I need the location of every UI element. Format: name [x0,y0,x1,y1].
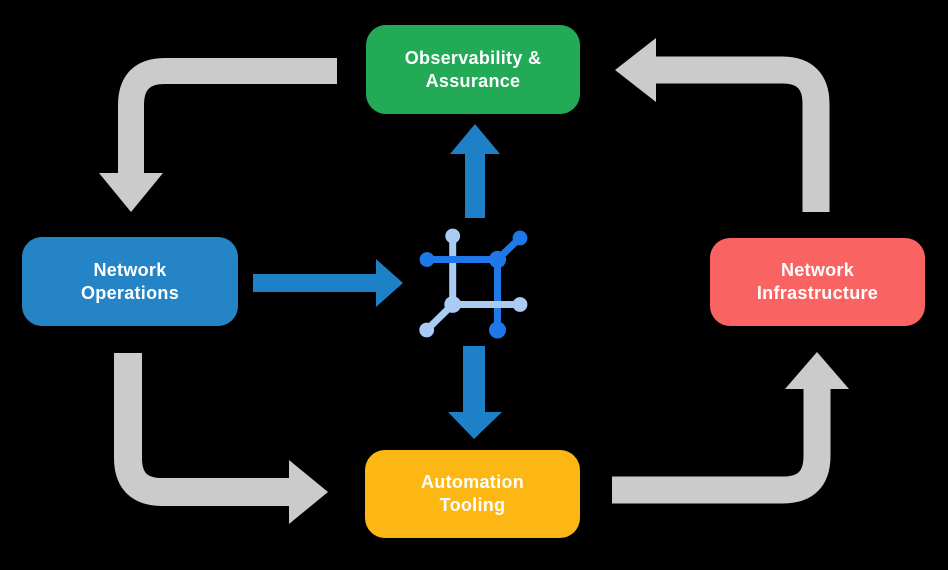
node-label-line1: Observability & [404,47,542,68]
arrow-shaft [656,56,830,212]
arrow-shaft [118,58,337,173]
node-observability-assurance: Observability & Assurance [366,25,580,114]
arrow-head [785,352,849,389]
node-automation-tooling: Automation Tooling [365,450,580,538]
node-label-line1: Automation [421,472,524,492]
icon-right-dot [512,297,528,312]
icon-tr-dot [512,230,528,246]
arrow-center-to-automation [448,346,502,439]
icon-tr-node [488,250,507,269]
arrow-head [289,460,328,524]
arrow-head [99,173,163,212]
node-network-infrastructure: Network Infrastructure [710,238,925,326]
arrow-head [450,124,500,154]
node-label-line1: Network [93,259,167,280]
arrow-head [615,38,656,102]
node-label-line2: Tooling [439,495,506,515]
node-label-line2: Operations [80,282,180,303]
arrow-head [376,259,403,307]
arrow-automation-to-infrastructure [612,352,849,504]
arrow-infrastructure-to-observability [615,38,830,212]
arrow-shaft [612,389,831,504]
node-label-line1: Network [780,260,855,280]
icon-bl-dot [419,322,435,338]
node-label-line2: Infrastructure [756,283,879,303]
node-label-line2: Assurance [425,70,521,91]
arrow-shaft [114,353,289,506]
icon-top-dot [445,228,461,244]
arrow-center-to-observability [450,124,500,218]
arrow-observability-to-operations [99,58,337,212]
arrow-operations-to-center [253,259,403,307]
arrow-operations-to-automation [114,353,328,524]
node-network-operations: Network Operations [22,237,238,326]
icon-bl-node [444,296,462,313]
network-mesh-icon [419,228,528,339]
arrow-head [448,412,502,439]
icon-bottom-dot [489,321,506,339]
icon-left-dot [419,252,435,267]
